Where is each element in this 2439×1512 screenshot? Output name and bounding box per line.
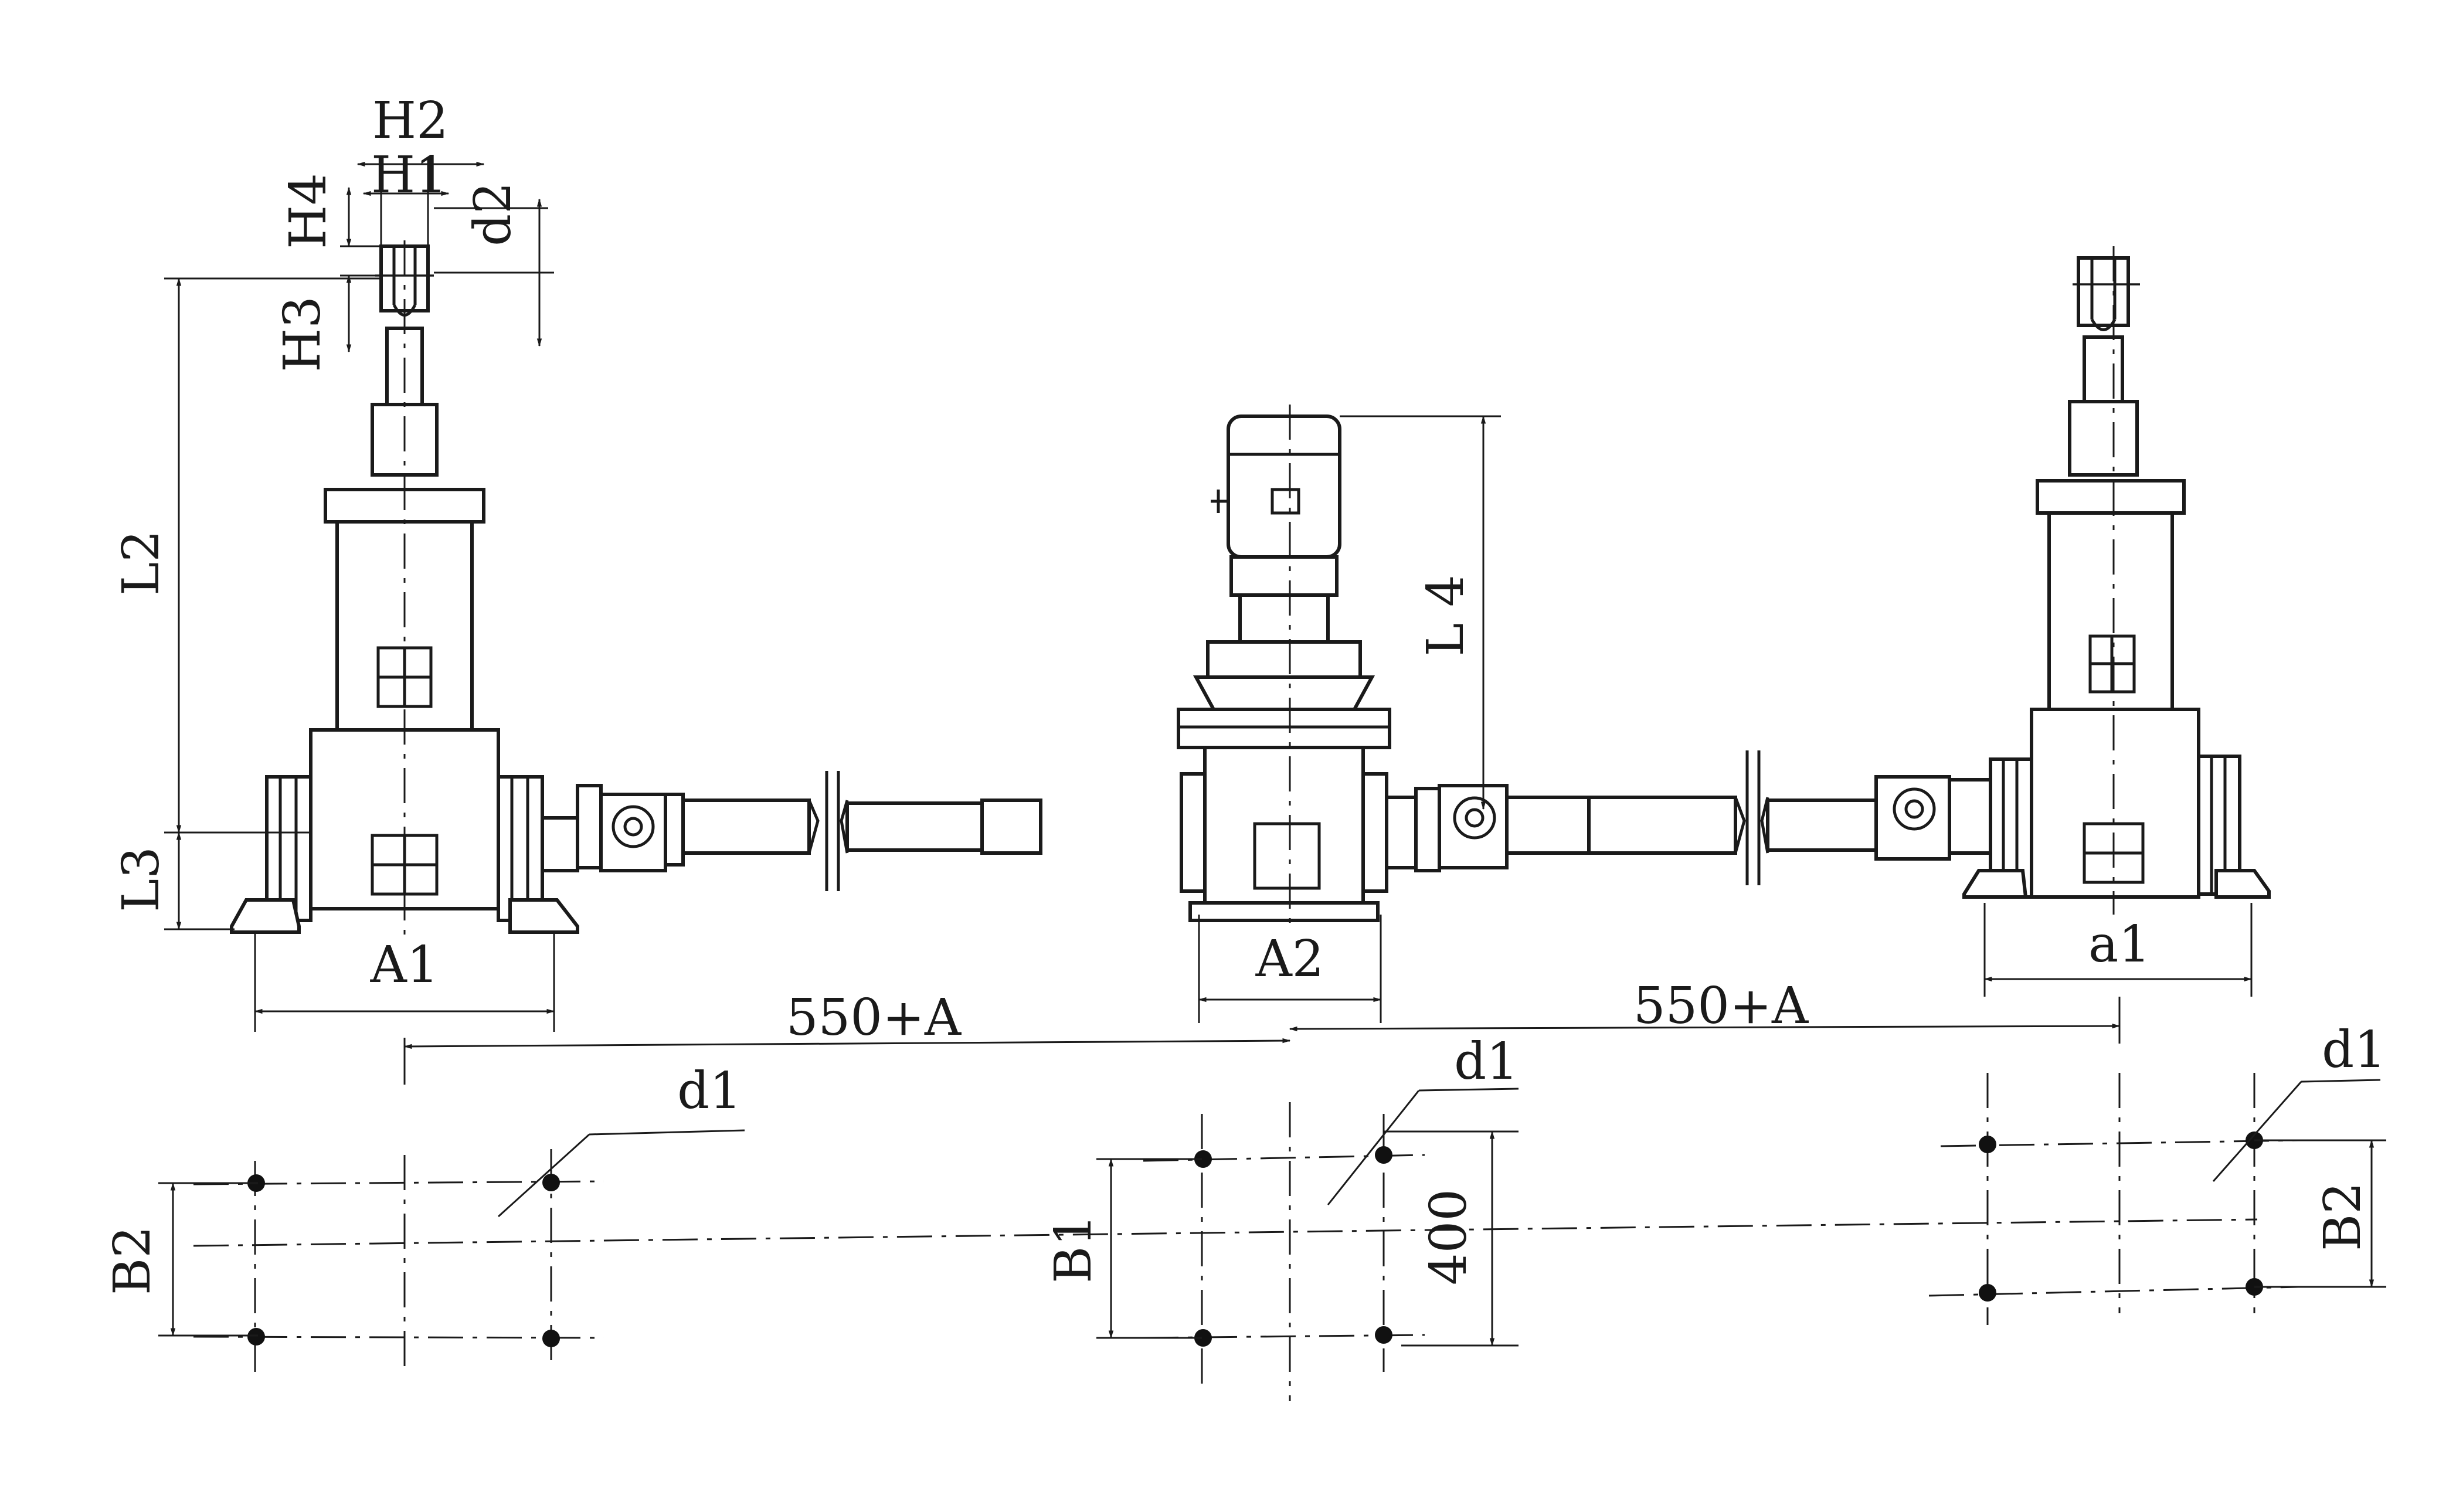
left-screw-jack [230, 240, 579, 938]
left-foot-right [508, 898, 579, 934]
right-gearbox [2030, 708, 2200, 899]
right-column-window [2088, 634, 2136, 694]
right-universal-joint [1438, 784, 1509, 869]
reducer-lower [1238, 593, 1330, 644]
label-h3: H3 [273, 296, 332, 372]
label-b2-right: B2 [2314, 1182, 2372, 1251]
dimension-lines-upper [164, 158, 2253, 1085]
label-l2: L2 [112, 530, 171, 596]
bolt-hole [1194, 1329, 1212, 1347]
dimension-labels: H2 H1 H4 d2 H3 L2 L3 L 4 A1 A2 a1 550+A … [103, 91, 2386, 1295]
bolt-hole [1375, 1326, 1392, 1344]
label-l3: L3 [112, 847, 171, 912]
right-universal-joint-2 [1874, 775, 1951, 861]
label-400: 400 [1419, 1189, 1478, 1285]
left-side-flange-right [497, 775, 544, 922]
label-a1-upper: A1 [370, 936, 439, 994]
center-base [1188, 901, 1380, 922]
label-l4: L 4 [1416, 575, 1475, 656]
label-h1: H1 [371, 146, 447, 205]
center-bolt-pattern [1096, 1088, 1519, 1401]
reducer-upper [1229, 555, 1339, 597]
foundation-bolt-patterns [158, 1073, 2386, 1401]
bolt-hole [542, 1330, 560, 1347]
right-rod-sleeve [2068, 400, 2139, 477]
center-motor-gearbox [1177, 405, 1391, 926]
motor-body [1227, 414, 1341, 559]
label-a1-lower: a1 [2088, 915, 2151, 974]
label-d1-center: d1 [1454, 1032, 1519, 1091]
label-h4: H4 [279, 173, 338, 249]
label-d2: d2 [464, 182, 522, 246]
right-column-cap [2036, 479, 2186, 515]
left-drive-shaft [541, 771, 1042, 891]
right-bolt-pattern [1928, 1073, 2386, 1325]
center-flange-right [1361, 772, 1388, 893]
right-foot-right [2214, 869, 2271, 899]
right-foot-left [1962, 869, 2028, 899]
left-foot-left [230, 898, 301, 934]
label-b2-left: B2 [103, 1226, 162, 1295]
label-span-right: 550+A [1633, 977, 1809, 1035]
center-gearbox [1203, 746, 1365, 910]
right-screw-jack [1962, 246, 2271, 915]
label-a2: A2 [1255, 930, 1324, 988]
bolt-hole [1979, 1136, 1996, 1153]
bolt-hole [542, 1174, 560, 1191]
label-d1-right: d1 [2322, 1021, 2386, 1079]
bolt-hole [247, 1328, 265, 1345]
right-drive-shaft [1385, 750, 1992, 885]
label-span-left: 550+A [786, 988, 962, 1047]
center-gearbox-window [1253, 822, 1321, 890]
label-h2: H2 [372, 91, 449, 150]
bolt-hole [1194, 1150, 1212, 1168]
reducer-flange [1206, 640, 1362, 679]
left-universal-joint [599, 793, 667, 872]
left-bolt-pattern [158, 1129, 745, 1372]
center-flange-left [1180, 772, 1207, 893]
bolt-hole [1375, 1146, 1392, 1164]
motor-mount [1193, 675, 1375, 711]
label-b1: B1 [1044, 1214, 1103, 1283]
right-clevis [2073, 256, 2140, 331]
bolt-hole [1979, 1284, 1996, 1302]
right-lift-rod [2083, 335, 2124, 403]
label-d1-left: d1 [677, 1062, 742, 1120]
